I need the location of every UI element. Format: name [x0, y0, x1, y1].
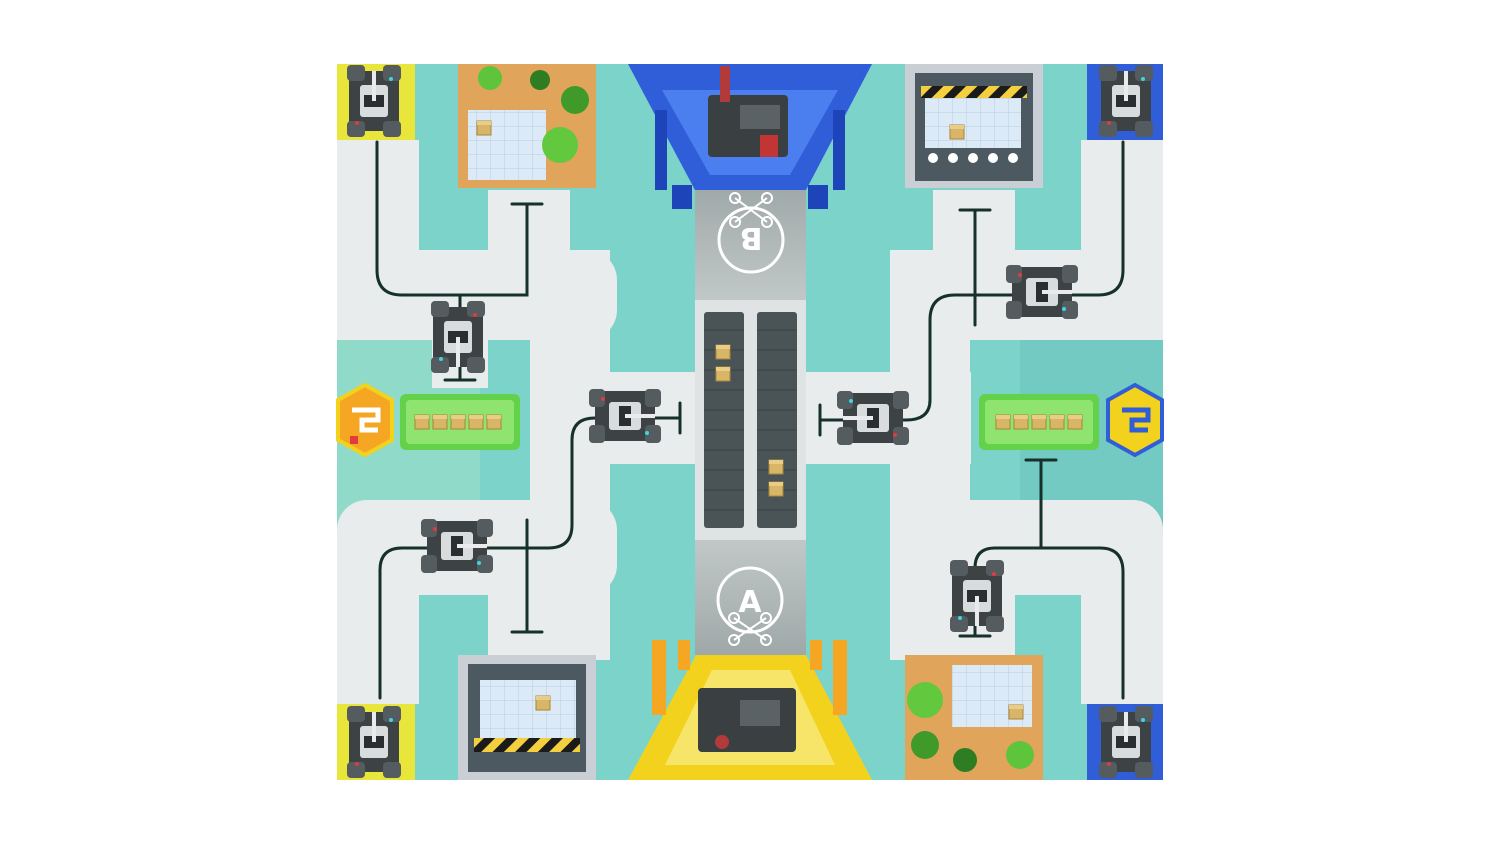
robot-corner-top-right	[1097, 63, 1155, 139]
robot-corner-bottom-right	[1097, 704, 1155, 780]
robot-lower-left-junction	[419, 517, 495, 575]
robot-center-right	[835, 389, 911, 447]
storage-top-right	[905, 64, 1043, 188]
landing-pad-a-letter: A	[738, 585, 762, 620]
top-factory	[628, 64, 872, 209]
conveyor-left	[704, 312, 744, 528]
storage-bottom-left	[458, 655, 596, 780]
storage-top-left	[458, 64, 596, 188]
orange-base	[336, 382, 394, 458]
robot-upper-right-junction	[1004, 263, 1080, 321]
conveyor-right	[757, 312, 797, 528]
conveyor-box	[715, 344, 731, 360]
conveyor-box	[768, 459, 784, 475]
landing-pad-b-letter: B	[740, 220, 763, 255]
robot-center-left	[587, 387, 663, 445]
supply-zone-right	[979, 394, 1099, 450]
blue-base	[1106, 382, 1164, 458]
conveyor-box	[768, 481, 784, 497]
robot-corner-bottom-left	[345, 704, 403, 780]
supply-zone-left	[400, 394, 520, 450]
storage-bottom-right	[905, 655, 1043, 780]
robot-lower-right-junction	[948, 558, 1006, 634]
robot-corner-top-left	[345, 63, 403, 139]
conveyor-box	[715, 366, 731, 382]
landing-pad-b: B	[717, 192, 785, 274]
landing-pad-a: A	[716, 566, 784, 646]
bottom-factory	[628, 640, 872, 780]
robot-upper-left-junction	[429, 299, 487, 375]
